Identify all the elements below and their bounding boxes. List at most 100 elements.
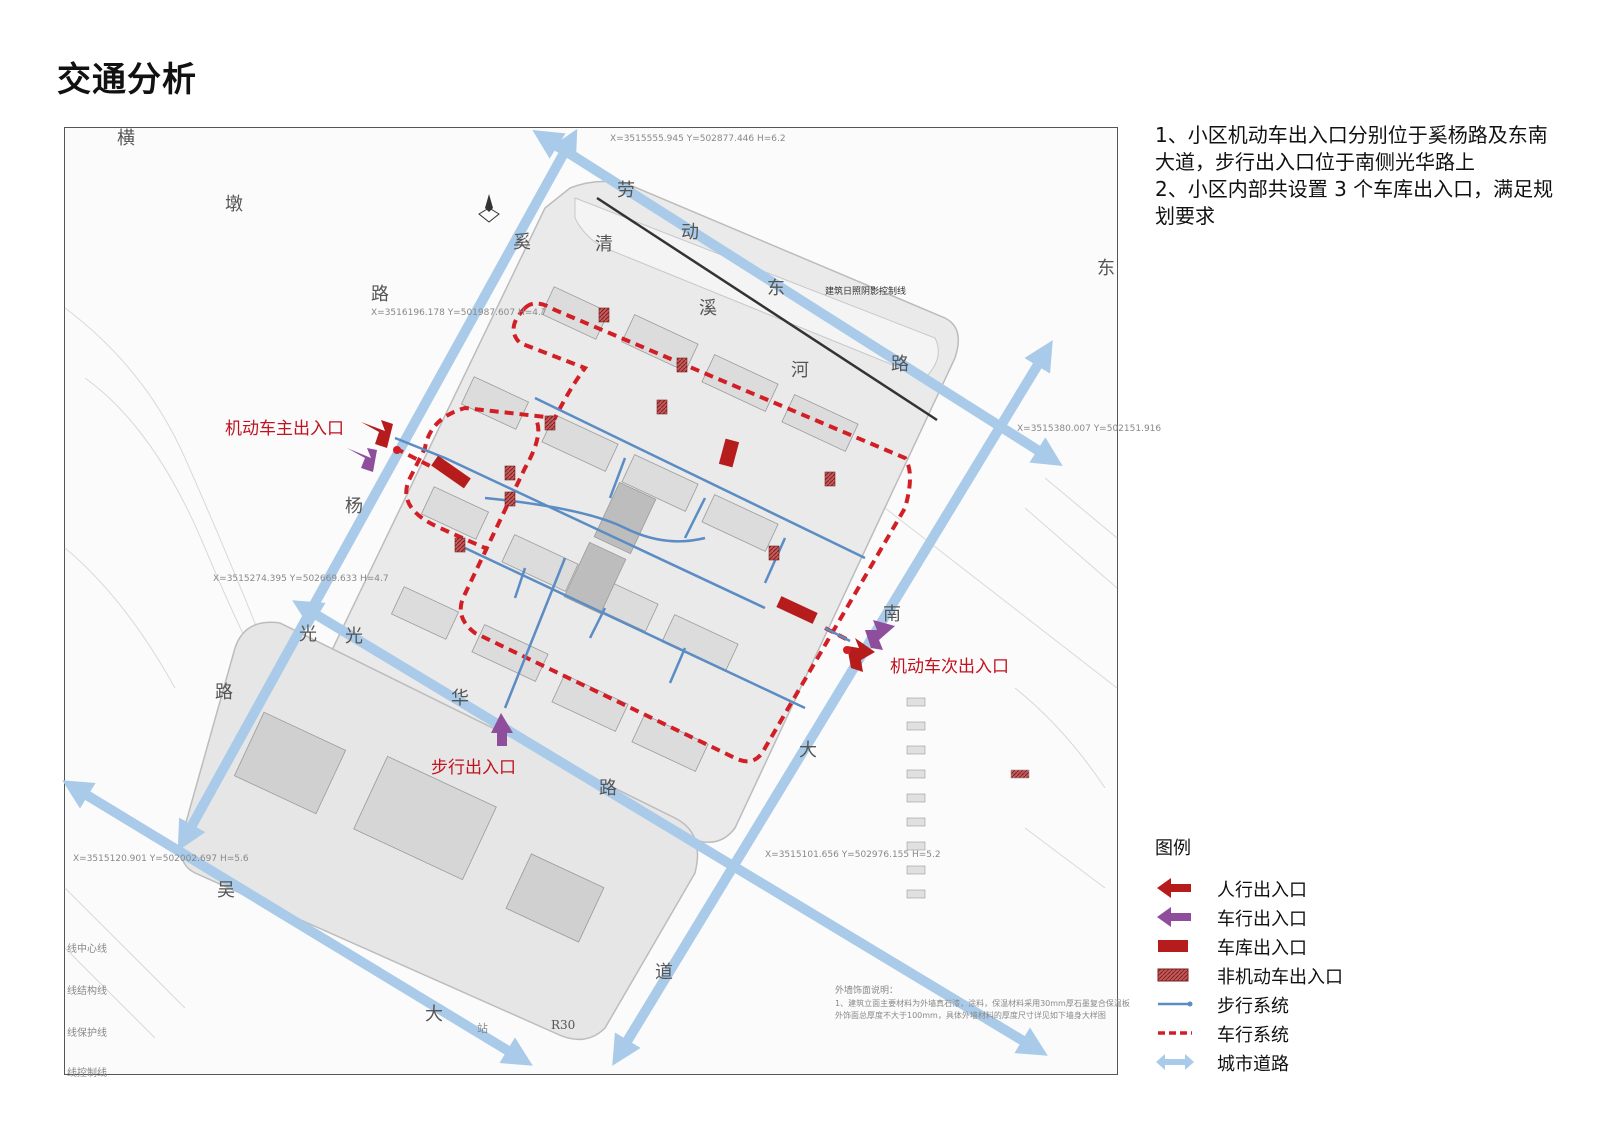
left-line-note: 线控制线 bbox=[67, 1068, 107, 1079]
garage-entrance bbox=[776, 596, 818, 624]
city-road-guanghua bbox=[292, 600, 1048, 1056]
left-line-note: 线中心线 bbox=[67, 944, 107, 955]
entrance-arrows bbox=[347, 420, 895, 746]
road-char: 南 bbox=[883, 604, 901, 625]
legend-label: 人行出入口 bbox=[1217, 880, 1307, 901]
legend-label: 车行出入口 bbox=[1217, 909, 1307, 930]
road-char: 清 bbox=[595, 234, 613, 255]
road-char: 杨 bbox=[345, 496, 363, 517]
purple-arrow-icon bbox=[1157, 907, 1191, 927]
road-char: R30 bbox=[551, 1018, 576, 1032]
pedestrian-spine-2 bbox=[534, 396, 866, 560]
road-char: 吴 bbox=[217, 880, 235, 901]
bicycle-entrance bbox=[454, 537, 466, 553]
main-vehicle-entrance-label: 机动车主出入口 bbox=[225, 419, 344, 439]
left-line-note: 线结构线 bbox=[67, 986, 107, 997]
legend-item-bicycle-entrance: 非机动车出入口 bbox=[1155, 961, 1575, 990]
legend: 图例 人行出入口 车行出入口 车库出入口 非机动车出入口 bbox=[1155, 834, 1575, 1077]
vehicle-loop-north bbox=[404, 306, 589, 550]
coordinate-note: X=3516196.178 Y=501987.607 H=4.7 bbox=[371, 308, 547, 318]
facade-note-body-2: 外饰面总厚度不大于100mm，具体外墙材料的厚度尺寸详见如下墙身大样图 bbox=[835, 1011, 1106, 1020]
road-char: 东 bbox=[767, 278, 785, 299]
secondary-vehicle-entrance-label: 机动车次出入口 bbox=[890, 657, 1009, 677]
legend-item-pedestrian-entrance: 人行出入口 bbox=[1155, 874, 1575, 903]
road-char: 奚 bbox=[513, 232, 531, 253]
road-char: 道 bbox=[655, 962, 673, 983]
left-line-note: 线保护线 bbox=[67, 1028, 107, 1039]
site-plan: 机动车主出入口 机动车次出入口 步行出入口 横 墩 路 奚 杨 清 溪 河 劳 … bbox=[62, 127, 1161, 1079]
red-arrow-icon bbox=[1157, 878, 1191, 898]
road-char: 横 bbox=[117, 128, 135, 149]
bicycle-entrance bbox=[598, 307, 610, 323]
city-road-xiyang bbox=[177, 128, 578, 852]
road-char: 大 bbox=[425, 1004, 443, 1025]
road-char: 路 bbox=[371, 284, 389, 305]
legend-label: 步行系统 bbox=[1217, 996, 1289, 1017]
city-roads bbox=[62, 128, 1063, 1066]
coordinate-note: X=3515274.395 Y=502669.633 H=4.7 bbox=[213, 574, 389, 584]
bicycle-entrance bbox=[676, 357, 688, 373]
description-line: 2、小区内部共设置 3 个车库出入口，满足规划要求 bbox=[1155, 177, 1554, 228]
vehicle-loop-main bbox=[458, 301, 912, 764]
site-plan-drawing bbox=[62, 128, 1118, 1066]
description: 1、小区机动车出入口分别位于奚杨路及东南大道，步行出入口位于南侧光华路上 2、小… bbox=[1155, 122, 1565, 230]
garage-entrance bbox=[431, 455, 471, 489]
coordinate-note: X=3515555.945 Y=502877.446 H=6.2 bbox=[610, 134, 786, 144]
legend-item-garage-entrance: 车库出入口 bbox=[1155, 932, 1575, 961]
garage-entrances bbox=[431, 438, 818, 624]
road-char: 路 bbox=[599, 778, 617, 799]
legend-label: 非机动车出入口 bbox=[1217, 967, 1343, 988]
road-char: 光 bbox=[345, 626, 363, 647]
legend-title: 图例 bbox=[1155, 838, 1191, 859]
legend-item-vehicle-system: 车行系统 bbox=[1155, 1019, 1575, 1048]
road-char: 光 bbox=[299, 624, 317, 645]
description-line: 1、小区机动车出入口分别位于奚杨路及东南大道，步行出入口位于南侧光华路上 bbox=[1155, 123, 1548, 174]
bicycle-entrances bbox=[454, 307, 836, 561]
sunshade-line-label: 建筑日照阴影控制线 bbox=[825, 287, 907, 297]
bicycle-entrance bbox=[544, 415, 556, 431]
legend-item-pedestrian-system: 步行系统 bbox=[1155, 990, 1575, 1019]
road-char: 劳 bbox=[617, 180, 635, 201]
legend-label: 城市道路 bbox=[1217, 1054, 1289, 1075]
legend-item-vehicle-entrance: 车行出入口 bbox=[1155, 903, 1575, 932]
pedestrian-entrance-arrow bbox=[491, 713, 513, 746]
pedestrian-spine-4 bbox=[484, 496, 706, 543]
red-rect-icon bbox=[1158, 940, 1188, 952]
coordinate-note: X=3515380.007 Y=502151.916 bbox=[1017, 424, 1162, 434]
road-char: 路 bbox=[891, 354, 909, 375]
hatched-rect-icon bbox=[1157, 968, 1189, 982]
main-vehicle-entrance-arrow bbox=[361, 420, 393, 448]
facade-note-title: 外墙饰面说明： bbox=[835, 986, 899, 996]
blue-line-icon bbox=[1158, 1001, 1193, 1007]
road-char: 溪 bbox=[699, 298, 717, 319]
city-road-wu bbox=[62, 780, 533, 1066]
road-char: 河 bbox=[791, 360, 809, 381]
red-dashed-line-icon bbox=[1158, 1031, 1192, 1035]
pedestrian-system bbox=[394, 396, 866, 710]
bicycle-entrance bbox=[656, 399, 668, 415]
lightblue-double-arrow-icon bbox=[1156, 1054, 1194, 1070]
secondary-vehicle-entrance-arrow bbox=[847, 638, 875, 672]
bicycle-entrance bbox=[768, 545, 780, 561]
legend-label: 车行系统 bbox=[1217, 1025, 1289, 1046]
road-char: 东 bbox=[1097, 258, 1115, 279]
bicycle-entrance bbox=[824, 471, 836, 487]
station-label: 站 bbox=[477, 1022, 488, 1035]
secondary-vehicle-purple-arrow bbox=[865, 620, 895, 650]
road-char: 路 bbox=[215, 682, 233, 703]
page-title: 交通分析 bbox=[57, 60, 197, 100]
road-char: 大 bbox=[799, 740, 817, 761]
drawing-legend-box bbox=[906, 697, 1030, 899]
road-char: 华 bbox=[451, 688, 469, 709]
road-char: 动 bbox=[681, 222, 699, 243]
bicycle-entrance bbox=[504, 491, 516, 507]
coordinate-note: X=3515101.656 Y=502976.155 H=5.2 bbox=[765, 850, 941, 860]
bicycle-entrance bbox=[504, 465, 516, 481]
garage-entrance bbox=[718, 438, 740, 468]
north-arrow-icon bbox=[478, 194, 500, 223]
main-entrance-point bbox=[393, 446, 401, 454]
road-char: 墩 bbox=[225, 194, 243, 215]
legend-label: 车库出入口 bbox=[1217, 938, 1307, 959]
coordinate-note: X=3515120.901 Y=502002.697 H=5.6 bbox=[73, 854, 249, 864]
facade-note-body: 1、建筑立面主要材料为外墙真石漆，涂料，保温材料采用30mm厚石墨复合保温板 bbox=[835, 999, 1130, 1008]
